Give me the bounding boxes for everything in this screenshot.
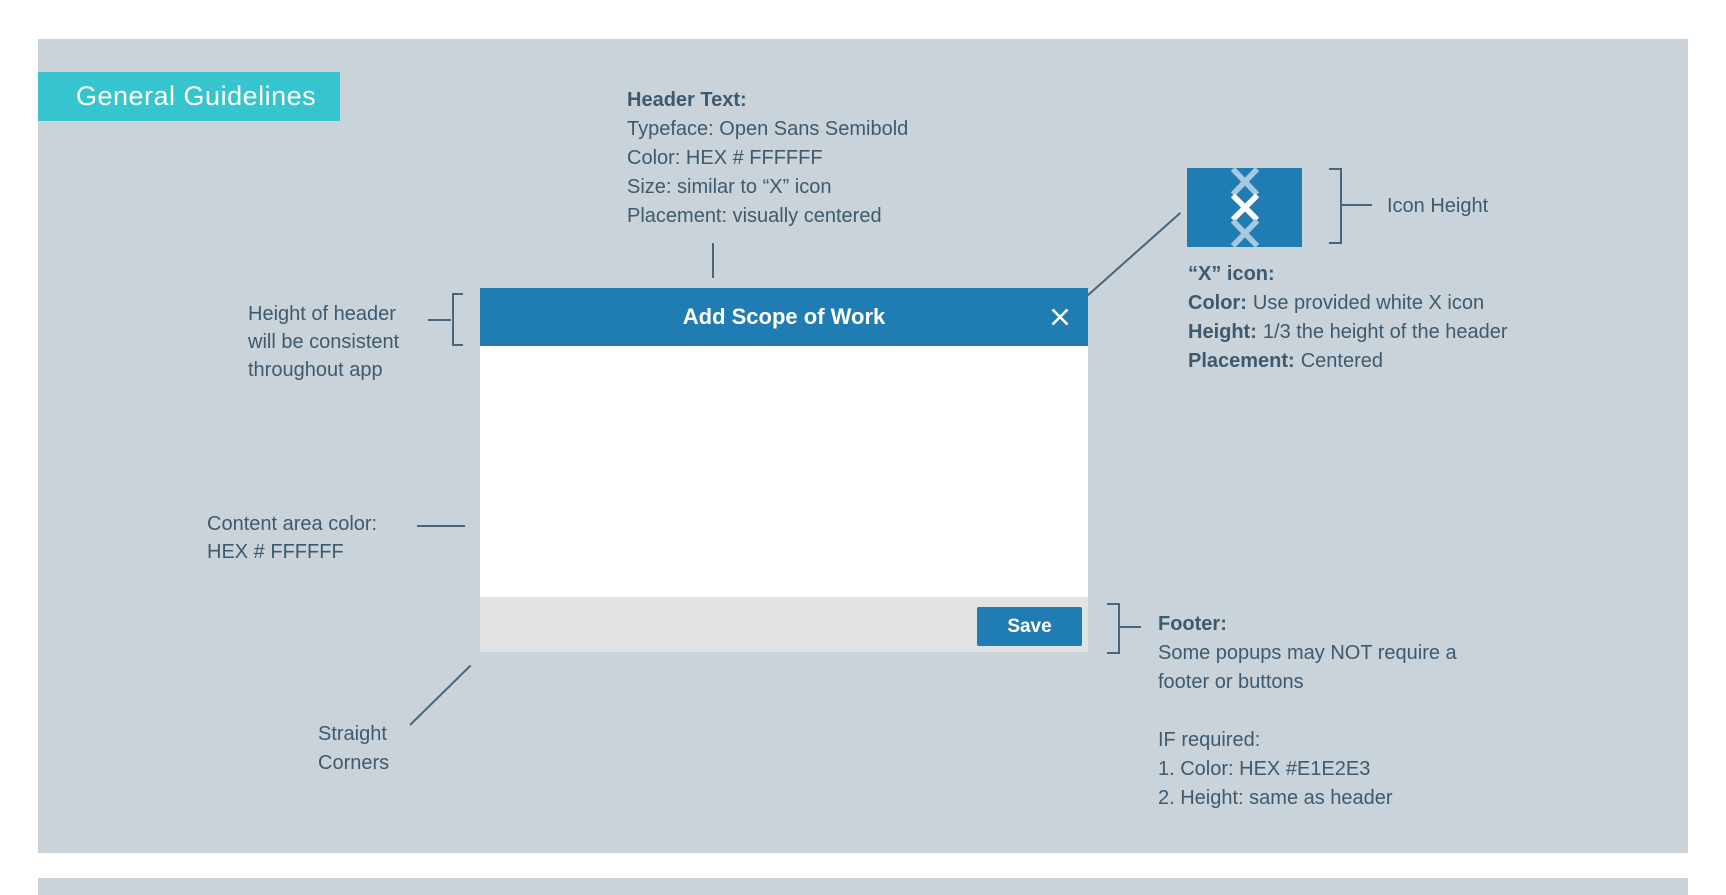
annotation-x-icon: “X” icon: Color:Use provided white X ico…: [1188, 260, 1508, 376]
annotation-line: Some popups may NOT require a: [1158, 642, 1457, 664]
annotation-line: Height of header: [248, 303, 396, 325]
white-x-icon: [1230, 193, 1259, 222]
annotation-line: footer or buttons: [1158, 671, 1304, 693]
annotation-line: 1. Color: HEX #E1E2E3: [1158, 758, 1371, 780]
section-title-bar: General Guidelines: [38, 72, 340, 121]
annotation-line: Corners: [318, 752, 390, 774]
x-icon-thirds-illustration: [1230, 168, 1259, 247]
dialog-content-area: [480, 346, 1088, 597]
faded-x-icon: [1230, 218, 1259, 247]
annotation-line: IF required:: [1158, 729, 1261, 751]
section-title: General Guidelines: [76, 81, 317, 111]
annotation-spacer: [1158, 697, 1457, 726]
icon-height-dash: [1342, 204, 1372, 206]
annotation-line: Color:Use provided white X icon: [1188, 292, 1485, 314]
close-icon[interactable]: [1050, 307, 1070, 327]
annotation-line: Placement: visually centered: [627, 205, 882, 227]
annotation-header-height: Height of header will be consistent thro…: [248, 300, 399, 384]
annotation-header-text: Header Text: Typeface: Open Sans Semibol…: [627, 86, 908, 231]
icon-height-bracket-tick: [1329, 242, 1342, 244]
annotation-line: Size: similar to “X” icon: [627, 176, 832, 198]
annotation-line: will be consistent: [248, 331, 400, 353]
icon-height-bracket-tick: [1329, 168, 1342, 170]
annotation-line: HEX # FFFFFF: [207, 541, 344, 563]
annotation-content-color: Content area color: HEX # FFFFFF: [207, 510, 377, 566]
header-height-dash: [428, 319, 451, 321]
content-color-dash: [417, 525, 465, 527]
dialog-footer: Save: [480, 597, 1088, 652]
header-height-bracket-tick: [452, 344, 463, 346]
annotation-line: Color: HEX # FFFFFF: [627, 147, 823, 169]
annotation-line: throughout app: [248, 359, 383, 381]
save-button[interactable]: Save: [977, 607, 1082, 646]
annotation-footer: Footer: Some popups may NOT require a fo…: [1158, 610, 1457, 813]
annotation-footer-title: Footer:: [1158, 613, 1227, 635]
icon-height-label: Icon Height: [1387, 195, 1489, 217]
annotation-line: Straight: [318, 723, 387, 745]
icon-height-bracket: [1340, 168, 1342, 244]
faded-x-icon: [1230, 168, 1259, 197]
annotation-line: 2. Height: same as header: [1158, 787, 1393, 809]
annotation-x-icon-title: “X” icon:: [1188, 263, 1275, 285]
footer-bracket: [1118, 603, 1120, 654]
dialog-header: Add Scope of Work: [480, 288, 1088, 346]
annotation-line: Content area color:: [207, 513, 378, 535]
annotation-line: Typeface: Open Sans Semibold: [627, 118, 909, 140]
dialog-title: Add Scope of Work: [682, 304, 886, 329]
header-height-bracket-tick: [452, 293, 463, 295]
x-icon-sample-box: [1187, 168, 1302, 247]
footer-bracket-tick: [1107, 603, 1120, 605]
annotation-line: Height:1/3 the height of the header: [1188, 321, 1508, 343]
connector-line-header-text: [712, 243, 714, 278]
popup-dialog: Add Scope of Work Save: [480, 288, 1088, 652]
annotation-header-text-title: Header Text:: [627, 89, 747, 111]
footer-dash: [1120, 626, 1141, 628]
annotation-straight-corners: Straight Corners: [318, 720, 389, 778]
annotation-line: Placement:Centered: [1188, 350, 1383, 372]
header-height-bracket: [452, 293, 454, 346]
footer-bracket-tick: [1107, 652, 1120, 654]
next-section-panel-edge: [38, 878, 1688, 895]
